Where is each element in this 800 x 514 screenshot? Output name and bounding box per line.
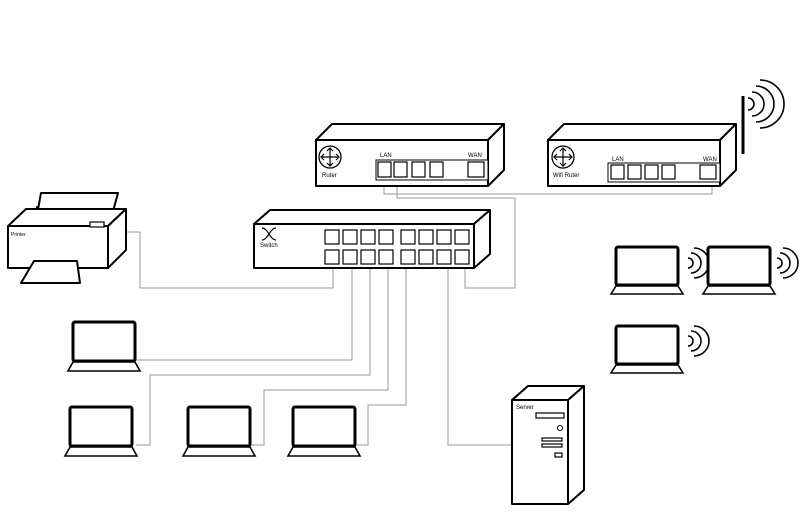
router-lan-ports (377, 161, 444, 178)
server-label: Server (516, 405, 534, 411)
printer-control-panel (89, 221, 105, 228)
switch-label: Switch (260, 243, 278, 249)
laptop-icon (181, 405, 257, 457)
server: Server (511, 385, 585, 505)
laptop-icon (63, 405, 139, 457)
wifi-router-wan-label: WAN (703, 157, 717, 163)
router-icon (551, 145, 575, 169)
switch-icon (261, 227, 277, 241)
wifi-router-label: Wifi Ruter (553, 173, 579, 179)
router-wan-port (467, 161, 485, 178)
laptop-icon (66, 320, 142, 372)
cable-router-switch (396, 178, 516, 289)
router: Ruter LAN WAN (315, 123, 505, 187)
cable-laptop-3 (251, 268, 389, 446)
wifi-router: Wifi Ruter LAN WAN (547, 79, 785, 187)
wifi-router-lan-ports (610, 164, 676, 180)
router-wan-label: WAN (468, 153, 482, 159)
server-drive-bay (535, 412, 565, 419)
cable-laptop-2 (136, 268, 371, 446)
laptop-icon (609, 245, 685, 295)
wireless-signal-icon (776, 247, 799, 279)
router-label: Ruter (322, 173, 337, 179)
cable-laptop-4 (356, 268, 407, 446)
wireless-signal-icon (747, 79, 785, 129)
wifi-router-lan-label: LAN (612, 157, 624, 163)
laptop-icon (609, 324, 685, 374)
laptop-icon (286, 405, 362, 457)
wifi-router-wan-port (699, 164, 717, 180)
printer-label: Printer (11, 232, 26, 238)
cable-laptop-1 (136, 268, 353, 361)
wireless-signal-icon (687, 247, 710, 279)
router-icon (318, 145, 342, 169)
switch: Switch (253, 209, 491, 269)
router-lan-label: LAN (380, 153, 392, 159)
switch-ports (324, 229, 470, 265)
wireless-signal-icon (687, 325, 710, 357)
laptop-icon (701, 245, 777, 295)
cable-server (447, 268, 512, 446)
cable-printer-switch (125, 231, 334, 289)
printer: Printer (7, 192, 127, 284)
